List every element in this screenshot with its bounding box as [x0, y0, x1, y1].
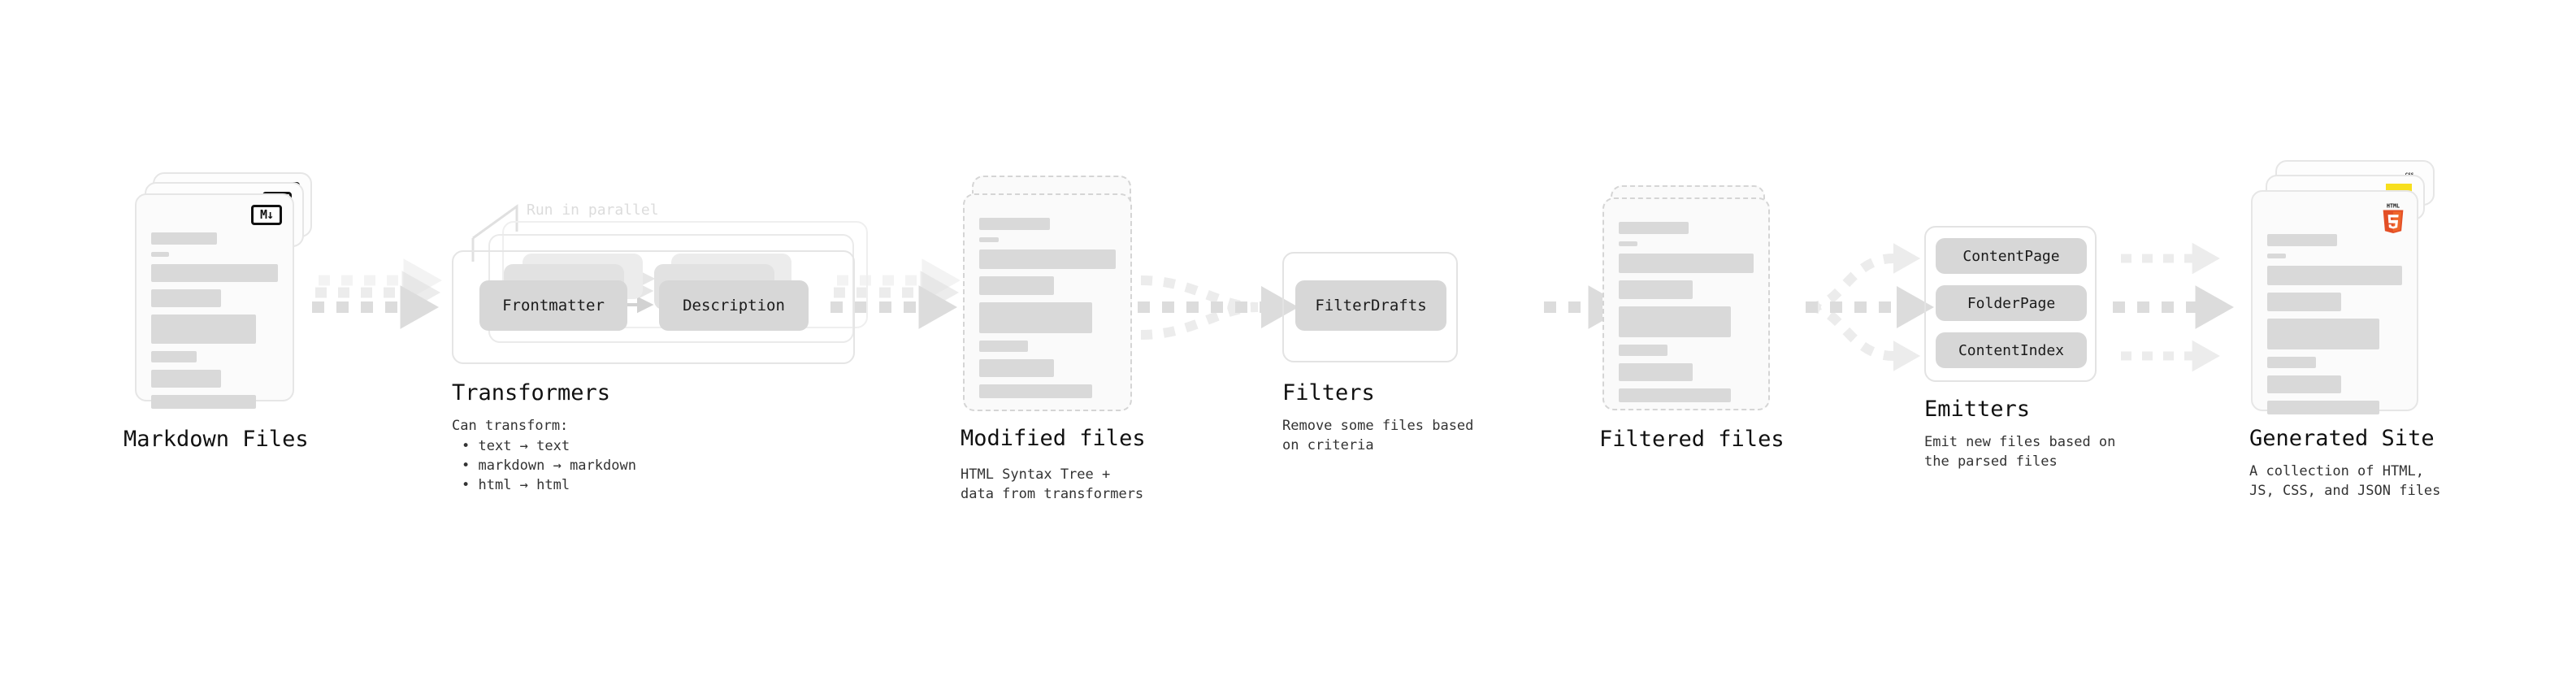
emitters-box[interactable]	[1924, 226, 2097, 382]
file-skeleton-bars	[2267, 234, 2402, 414]
stage-title-filters: Filters	[1282, 380, 1375, 406]
emitters-subtitle: Emit new files based on the parsed files	[1924, 434, 2116, 470]
stage-title-markdown-files: Markdown Files	[124, 427, 309, 452]
stage-title-modified-files: Modified files	[961, 426, 1146, 451]
file-skeleton-bars	[151, 232, 278, 409]
transformers-subtitle: Can transform:	[452, 418, 569, 434]
generated-site-card-front[interactable]: HTML	[2251, 190, 2418, 414]
emitter-chip-folderpage[interactable]: FolderPage	[1936, 285, 2087, 321]
svg-text:HTML: HTML	[2387, 203, 2400, 210]
transform-rule-item: text → text	[462, 436, 636, 456]
emitter-chip-contentpage[interactable]: ContentPage	[1936, 238, 2087, 274]
filters-box[interactable]	[1282, 252, 1458, 362]
markdown-icon: M↓	[251, 205, 282, 225]
filters-subtitle: Remove some files based on criteria	[1282, 418, 1474, 453]
stage-title-emitters: Emitters	[1924, 397, 2031, 422]
html5-icon: HTML	[2383, 203, 2404, 234]
stage-title-filtered-files: Filtered files	[1599, 427, 1785, 452]
transformer-chip-description[interactable]: Description	[659, 280, 809, 331]
file-skeleton-bars	[1619, 222, 1754, 402]
stage-title-generated-site: Generated Site	[2249, 426, 2435, 451]
run-in-parallel-label: Run in parallel	[527, 202, 659, 219]
filtered-file-card-front[interactable]	[1602, 197, 1770, 410]
transform-rule-item: markdown → markdown	[462, 456, 635, 475]
filter-chip-filterdrafts[interactable]: FilterDrafts	[1295, 280, 1446, 331]
transformer-chip-frontmatter[interactable]: Frontmatter	[479, 280, 627, 331]
file-skeleton-bars	[979, 218, 1116, 398]
modified-files-subtitle: HTML Syntax Tree + data from transformer…	[961, 466, 1144, 502]
emitter-chip-contentindex[interactable]: ContentIndex	[1936, 332, 2087, 368]
transformers-bullet-list: text → text markdown → markdown html → h…	[452, 436, 636, 495]
modified-file-card-front[interactable]	[963, 193, 1132, 411]
transformers-box-front[interactable]	[452, 250, 855, 364]
transform-rule-item: html → html	[462, 475, 636, 495]
markdown-file-card-front[interactable]: M↓	[135, 193, 294, 409]
stage-title-transformers: Transformers	[452, 380, 611, 406]
generated-site-subtitle: A collection of HTML, JS, CSS, and JSON …	[2249, 463, 2441, 499]
